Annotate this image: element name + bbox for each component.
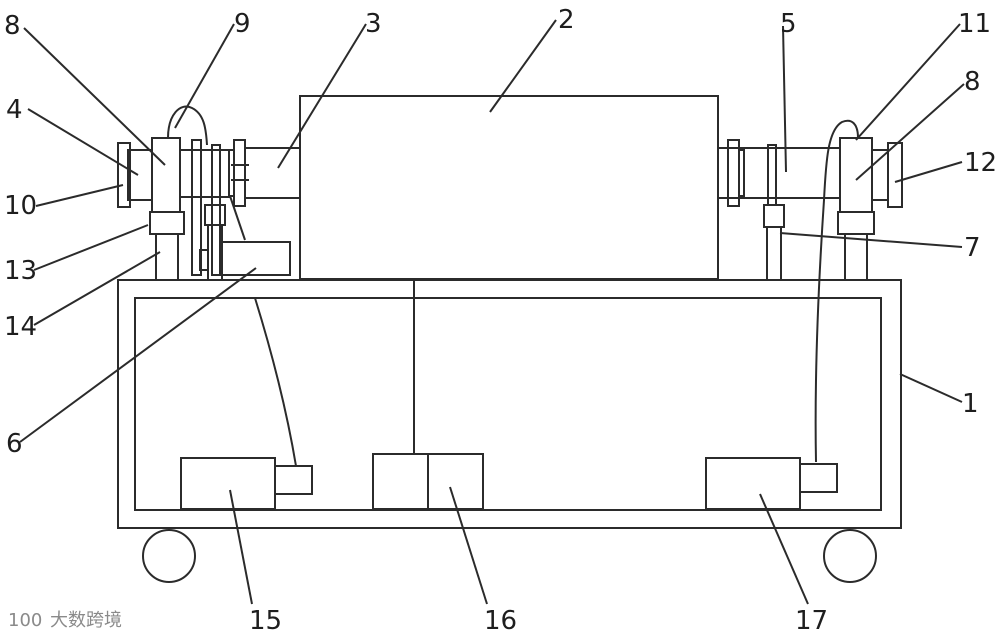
label-15: 15	[249, 606, 282, 636]
label-1: 1	[962, 389, 979, 419]
wheel-left	[142, 529, 196, 583]
component-17	[705, 457, 838, 510]
watermark: 100 大数跨境	[8, 610, 122, 631]
component-15	[180, 297, 313, 510]
right-end-assembly	[814, 119, 903, 463]
wheel-right	[823, 529, 877, 583]
label-8-left: 8	[4, 11, 21, 41]
left-shaft-assembly	[179, 139, 301, 276]
label-16: 16	[484, 606, 517, 636]
label-8-right: 8	[964, 67, 981, 97]
watermark-logo: 100	[8, 610, 42, 631]
label-10: 10	[4, 191, 37, 221]
label-12: 12	[964, 148, 997, 178]
motor-box	[221, 241, 291, 276]
label-7: 7	[964, 233, 981, 263]
label-6: 6	[6, 429, 23, 459]
leader-lines	[19, 19, 965, 605]
label-4: 4	[6, 95, 23, 125]
base-frame	[117, 279, 902, 529]
drum-body	[299, 95, 719, 280]
right-shaft-assembly	[717, 139, 841, 207]
label-3: 3	[365, 9, 382, 39]
label-14: 14	[4, 312, 37, 342]
label-13: 13	[4, 256, 37, 286]
left-end-assembly	[117, 105, 208, 281]
label-17: 17	[795, 606, 828, 636]
right-clamp	[763, 204, 785, 281]
label-2: 2	[558, 5, 575, 35]
watermark-text: 大数跨境	[50, 610, 122, 631]
component-16	[372, 453, 484, 510]
label-11: 11	[958, 9, 991, 39]
label-9: 9	[234, 9, 251, 39]
label-5: 5	[780, 9, 797, 39]
